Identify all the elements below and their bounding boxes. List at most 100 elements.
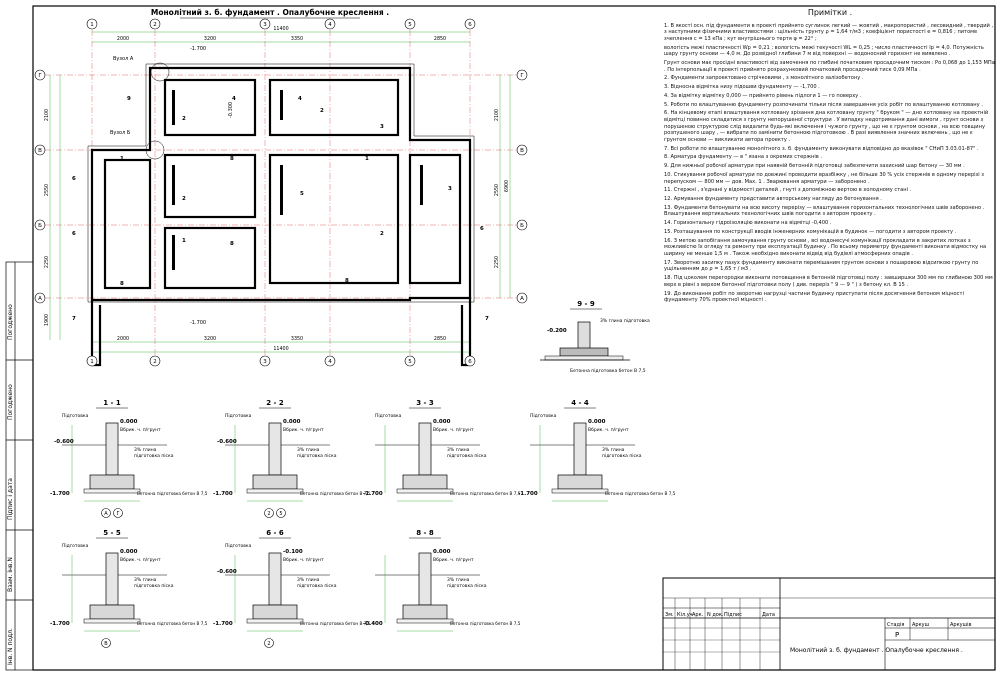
plan-mark-1a: 1	[120, 156, 124, 162]
callout-node-a: Вузол А	[113, 56, 134, 62]
wall-corner-fills	[172, 90, 423, 270]
left-strip-labels: Погоджено Погоджено Підпис і дата Взам. …	[7, 304, 14, 665]
section-layer-3: 3% глина	[134, 447, 157, 453]
tb-h-1: Кіл.уч	[677, 612, 693, 618]
section-level-top: -0.100	[283, 549, 303, 555]
section-layer-4: підготовка піска	[134, 453, 174, 459]
section-base: Бетонна підготовка бетон В 7,5	[450, 621, 521, 626]
section-layer-2: Вбрик. ч. п/грунт	[433, 557, 474, 563]
note-item: 12. Армування фундаменту представити авт…	[664, 196, 882, 203]
section-layer-1: Підготовка	[62, 543, 89, 549]
section-layer-1: Підготовка	[225, 543, 252, 549]
section-level-ground: -0.600	[217, 569, 237, 575]
tb-h-5: Дата	[762, 612, 775, 618]
section-base: Бетонна підготовка бетон В 7,5	[137, 491, 208, 496]
section-level-top: 0.000	[283, 419, 301, 425]
axis-gridlines	[45, 30, 525, 355]
section-99-base: Бетонна підготовка бетон В 7,5	[570, 368, 646, 374]
strip-label-3: Підпис і дата	[7, 478, 14, 520]
axis-bubble-3: 3	[259, 355, 271, 367]
section-layer-3: 3% глина	[447, 447, 470, 453]
section-level-bottom: -0.400	[363, 621, 383, 627]
section-title: 4 - 4	[571, 399, 589, 407]
section-axis-bubble	[101, 638, 111, 648]
axis-bubble-5: 5	[404, 355, 416, 367]
note-item: 5. Роботи по влаштуванню фундаменту розп…	[664, 101, 983, 108]
section-level-bottom: -1.700	[518, 491, 538, 497]
plan-mark-8d: 8	[345, 278, 349, 284]
section-level-top: 0.000	[433, 549, 451, 555]
section-level-ground: -0.600	[217, 439, 237, 445]
section-axis-label: 2	[267, 511, 270, 517]
tb-stage: Р	[895, 631, 899, 639]
section-layer-2: Вбрик. ч. п/грунт	[588, 427, 629, 433]
tb-stage-h-0: Стадія	[887, 622, 904, 628]
dim-right-overall: 6900	[504, 180, 510, 192]
section-level-bottom: -1.700	[213, 491, 233, 497]
section-axis-bubble	[113, 508, 123, 518]
plan-mark-7a: 7	[72, 316, 76, 322]
plan-mark-2c: 2	[182, 196, 186, 202]
axis-bubble-2: 2	[149, 18, 161, 30]
plan-mark-8b: 8	[230, 241, 234, 247]
axis-bubble-1: 1	[86, 18, 98, 30]
dim-top-3: 3350	[291, 36, 303, 42]
axis-bubble-А: А	[516, 292, 528, 304]
plan-mark-6a: 6	[72, 176, 76, 182]
plan-mark-8a: 8	[230, 156, 234, 162]
tb-h-0: Зм.	[665, 612, 674, 618]
section-6: 6 - 6-0.100-0.600-1.700ПідготовкаВбрик. …	[213, 529, 371, 648]
dim-bot-1: 2000	[117, 336, 129, 342]
notes-list: 1. В якості осн. під фундаменти в проект…	[664, 23, 996, 304]
dim-top-overall: 11400	[273, 26, 288, 32]
section-level-top: 0.000	[588, 419, 606, 425]
note-item: 19. До виконання робіт по зворотню нагру…	[664, 290, 964, 304]
note-item: 11. Стержні , з'єднані у відомості детал…	[664, 187, 912, 194]
section-level-bottom: -1.700	[50, 491, 70, 497]
strip-label-5: Інв. N подл.	[7, 628, 14, 665]
tb-h-3: N док.	[707, 612, 724, 618]
dim-top-1: 2000	[117, 36, 129, 42]
note-item: 18. Під цоколем перегородки виконати пот…	[664, 275, 996, 288]
section-99-title: 9 - 9	[577, 300, 595, 308]
plan-level-top: -1.700	[190, 46, 206, 52]
note-item: 9. Для нижньої робочої арматури при наяв…	[664, 163, 965, 170]
axis-bubble-1: 1	[86, 355, 98, 367]
svg-text:5: 5	[408, 359, 412, 365]
section-level-bottom: -1.700	[213, 621, 233, 627]
plan-mark-1b: 1	[365, 156, 369, 162]
section-99-layer: 3% глина підготовка	[600, 318, 650, 324]
svg-text:1: 1	[90, 359, 94, 365]
notes-title: Примітки .	[807, 8, 853, 17]
svg-text:А: А	[38, 296, 42, 302]
section-level-top: 0.000	[120, 549, 138, 555]
dim-bot-4: 2850	[434, 336, 446, 342]
svg-text:2: 2	[153, 22, 157, 28]
section-level-ground: -0.600	[54, 439, 74, 445]
plan-mark-8c: 8	[120, 281, 124, 287]
svg-text:3: 3	[263, 22, 267, 28]
plan-level-bottom: -1.700	[190, 320, 206, 326]
dim-left-3: 2250	[44, 256, 50, 268]
axis-bubble-Г: Г	[516, 69, 528, 81]
section-level-bottom: -1.700	[50, 621, 70, 627]
note-item: 1. В якості осн. під фундаменти в проект…	[664, 22, 994, 42]
axis-bubble-4: 4	[324, 355, 336, 367]
note-item: 10. Стикування робочої арматури по довжи…	[664, 171, 984, 185]
section-title: 6 - 6	[266, 529, 284, 537]
note-item: 6. На кінцевому етапі влаштування котлов…	[664, 110, 989, 143]
svg-text:6: 6	[468, 359, 472, 365]
section-axis-label: В	[104, 641, 108, 647]
section-base: Бетонна підготовка бетон В 7,5	[605, 491, 676, 496]
section-layer-4: підготовка піска	[447, 583, 487, 589]
note-item: 13. Фундаменти бетонувати на всю висоту …	[664, 204, 985, 218]
section-layer-3: 3% глина	[134, 577, 157, 583]
strip-label-2: Погоджено	[7, 384, 14, 420]
title-block-headers: Зм. Кіл.уч Арк. N док. Підпис Дата Стаді…	[665, 612, 972, 654]
svg-text:Б: Б	[38, 223, 42, 229]
